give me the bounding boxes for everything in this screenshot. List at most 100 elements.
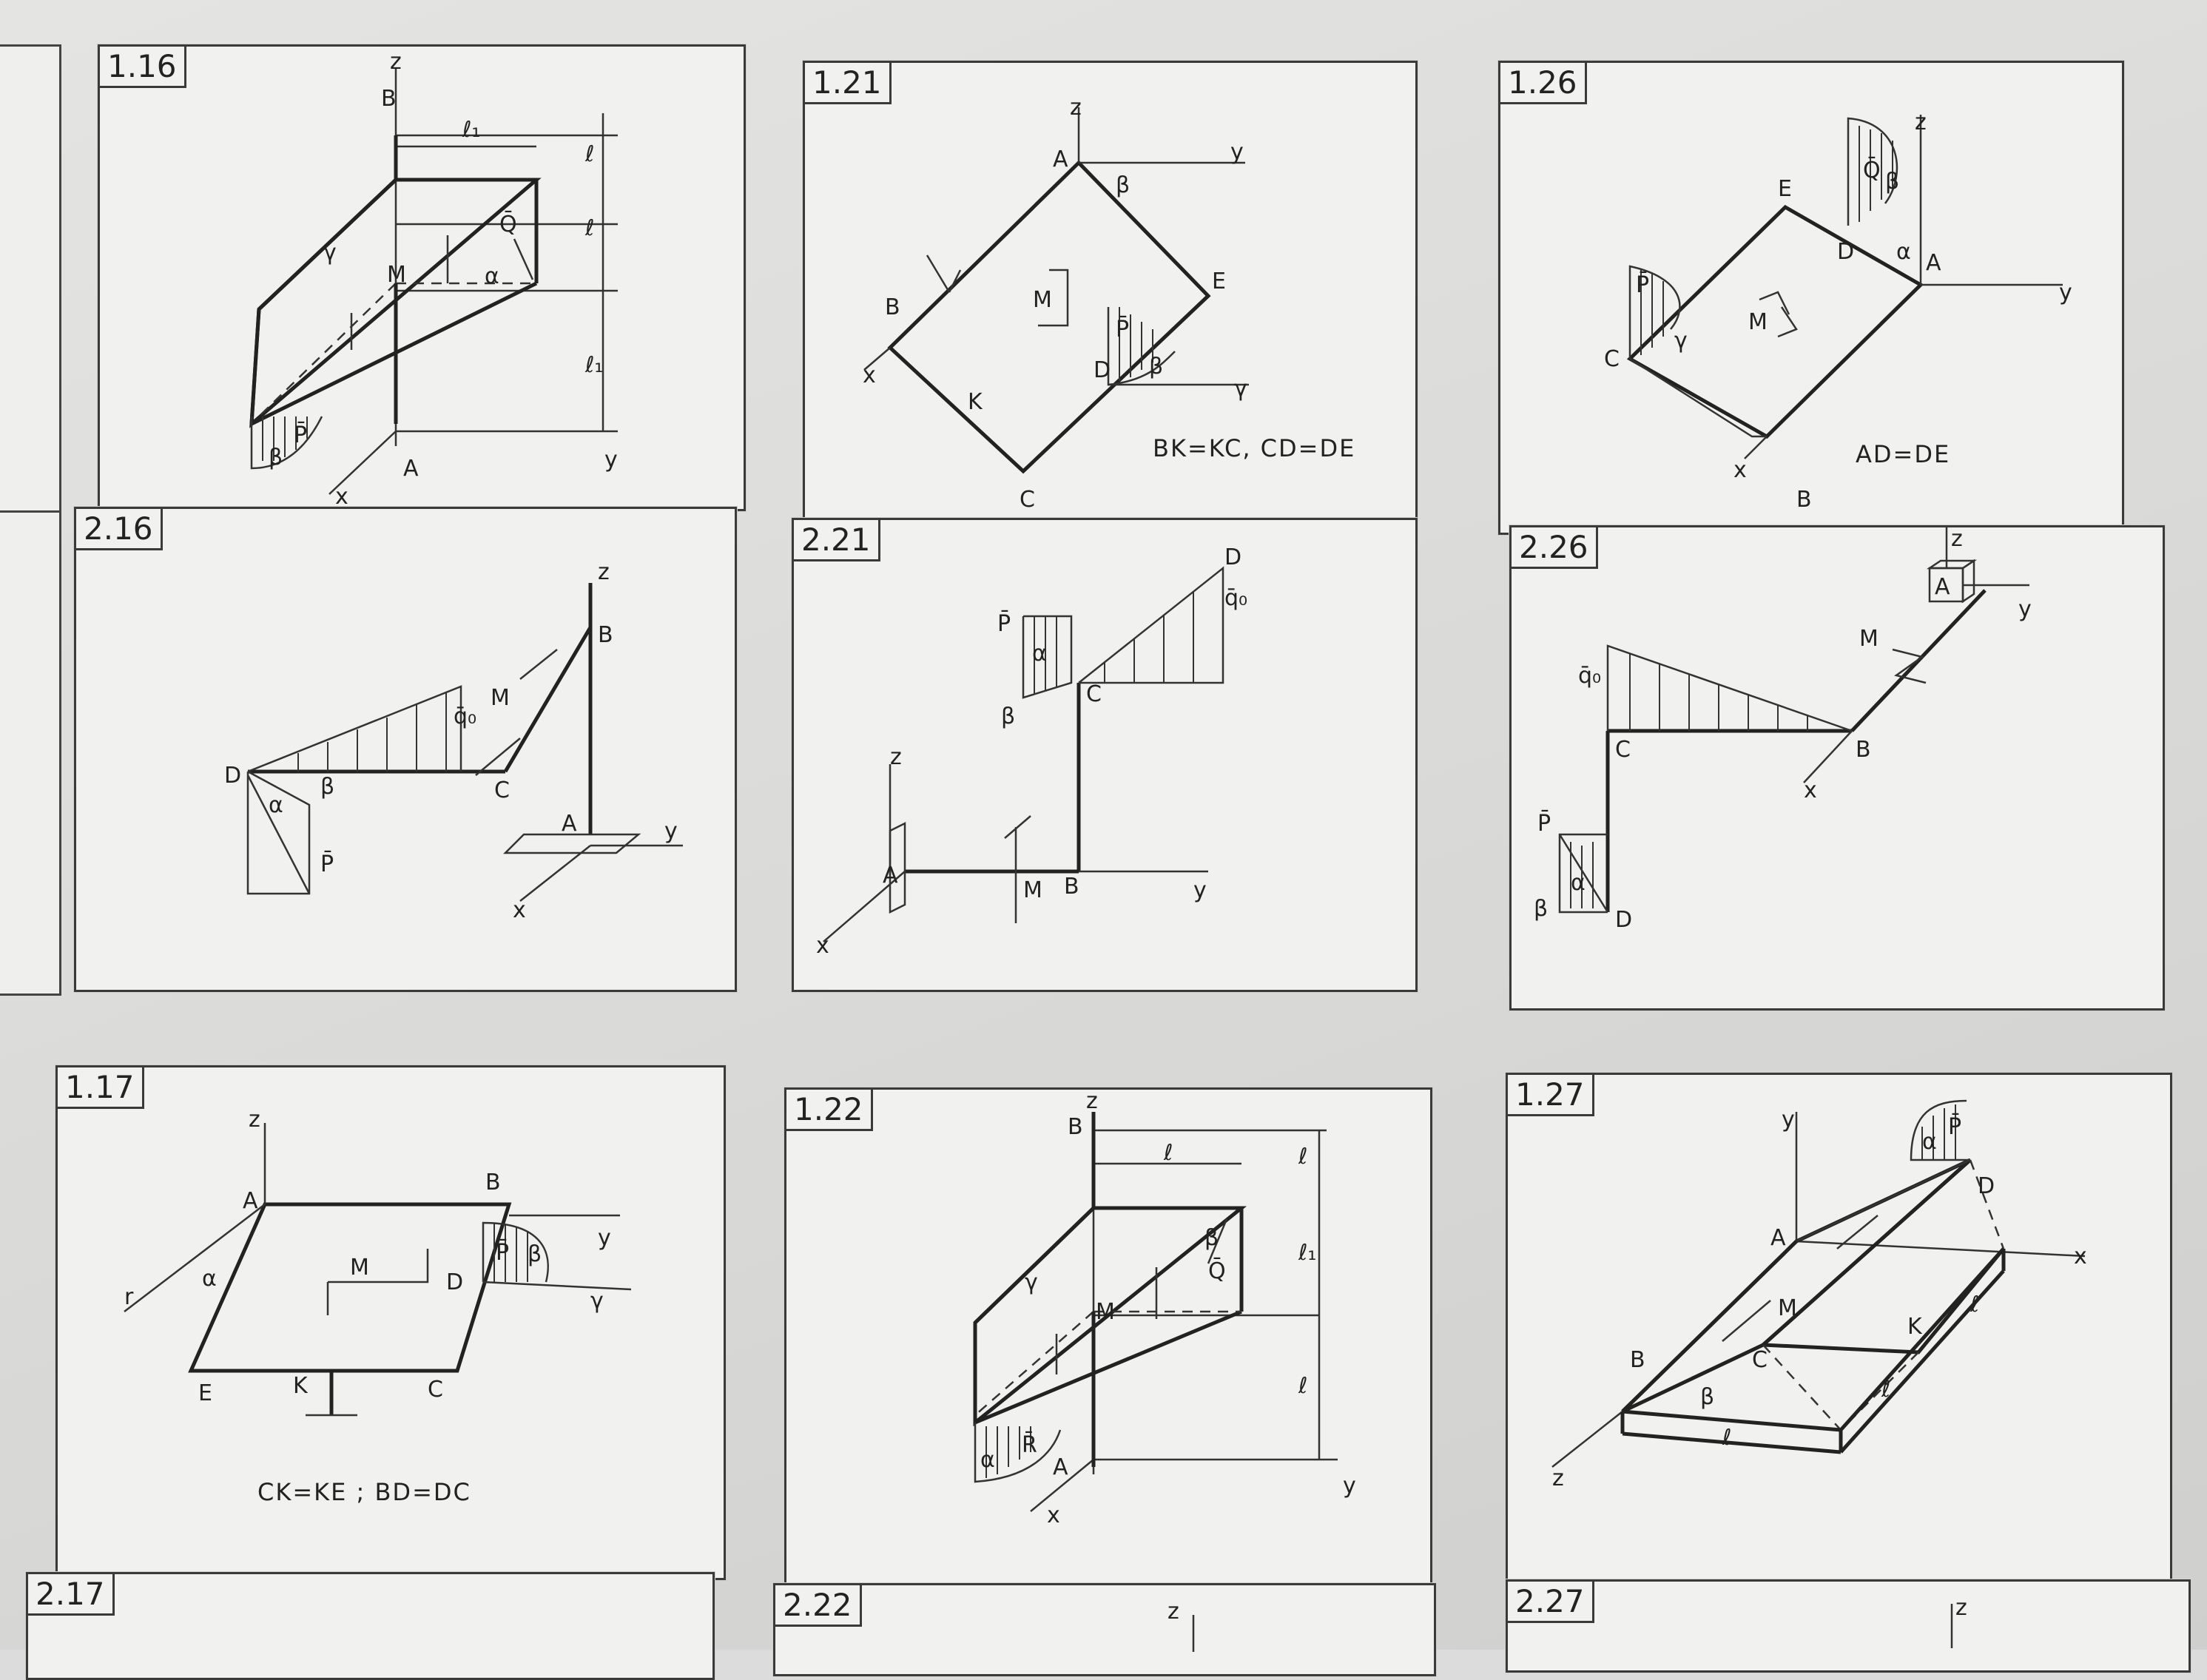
panel-2-22: 2.22 z — [773, 1583, 1436, 1676]
label-alpha: α — [1896, 239, 1911, 265]
label-y: y — [604, 447, 618, 473]
panel-1-26: 1.26 A B C D E M Q̄ P̄ α β γ z y x AD=DE — [1498, 61, 2124, 535]
label-x: x — [1047, 1502, 1060, 1528]
label-c: C — [1615, 737, 1631, 763]
label-z: z — [1955, 1595, 1967, 1621]
label-d: D — [224, 763, 241, 789]
panel-1-16: 1.16 B A z y x M Q̄ P̄ α γ — [98, 44, 746, 511]
label-k: K — [293, 1373, 309, 1399]
label-m: M — [1748, 309, 1768, 335]
diagram-1-17: A B C D E K M P̄ α β γ z y r CK=KE ; BD=… — [124, 1107, 632, 1506]
label-y: y — [598, 1225, 611, 1251]
label-gamma: γ — [590, 1288, 604, 1314]
label-gamma: γ — [1025, 1269, 1038, 1295]
panel-1-27: 1.27 A B C D K M P̄ α β y x — [1506, 1073, 2172, 1588]
diagram-2-22: z — [1167, 1599, 1195, 1652]
diagram-2-21: C B D A M P̄ q̄₀ α β z y x — [816, 544, 1247, 959]
label-alpha: α — [1032, 641, 1047, 667]
label-d: D — [1978, 1173, 1995, 1199]
panel-number: 1.27 — [1508, 1075, 1594, 1116]
label-z: z — [890, 744, 902, 770]
label-p: P̄ — [1537, 810, 1551, 837]
label-m: M — [1033, 287, 1052, 313]
panel-2-21: 2.21 C B D A M P̄ q̄₀ α β z y x — [792, 518, 1418, 992]
label-x: x — [816, 933, 829, 959]
label-k: K — [1907, 1314, 1923, 1340]
label-beta: β — [1534, 896, 1548, 922]
diagram-2-26: A B C D M q̄₀ P̄ α β z y x — [1534, 526, 2032, 933]
label-beta: β — [320, 774, 334, 800]
label-z: z — [598, 559, 610, 585]
label-r: r — [124, 1284, 134, 1310]
panel-number: 2.21 — [794, 520, 880, 561]
label-m: M — [387, 262, 406, 288]
label-x: x — [1733, 457, 1747, 483]
label-b: B — [485, 1170, 501, 1195]
label-z: z — [1951, 526, 1963, 552]
label-q0: q̄₀ — [454, 704, 476, 729]
label-d: D — [1224, 544, 1241, 570]
label-l-bottom: ℓ — [1722, 1425, 1731, 1451]
label-e: E — [1778, 176, 1792, 202]
label-gamma: γ — [1234, 376, 1247, 402]
panel-number: 1.16 — [100, 47, 186, 88]
diagram-1-22: B A M Q̄ R̄ α β γ ℓ ℓ ℓ₁ ℓ z y x — [973, 1088, 1356, 1528]
label-c: C — [494, 777, 510, 803]
panel-1-21: 1.21 A B C D E K M β β γ P̄ z y x BK=KC,… — [803, 61, 1418, 527]
label-b: B — [885, 294, 900, 320]
panel-2-27: 2.27 z — [1506, 1579, 2191, 1673]
label-r: R̄ — [1022, 1431, 1037, 1458]
label-c: C — [1752, 1347, 1768, 1373]
label-k: K — [968, 389, 983, 415]
label-beta: β — [1885, 169, 1899, 195]
label-alpha: α — [1571, 870, 1586, 896]
panel-number: 2.22 — [775, 1585, 862, 1627]
panel-2-17: 2.17 — [26, 1572, 715, 1680]
diagram-1-21: A B C D E K M β β γ P̄ z y x BK=KC, CD=D… — [863, 95, 1354, 513]
panel-1-22: 1.22 B A M Q̄ R̄ α β γ ℓ ℓ ℓ₁ — [784, 1087, 1432, 1588]
label-x: x — [863, 362, 876, 388]
label-a: A — [1770, 1225, 1786, 1251]
panel-2-26: 2.26 A B C D M q̄₀ P̄ α β z y x — [1509, 525, 2165, 1011]
label-alpha: α — [202, 1266, 217, 1292]
label-a: A — [1935, 574, 1950, 600]
label-e: E — [198, 1380, 212, 1406]
label-d: D — [446, 1269, 463, 1295]
diagram-2-16: D C B A M q̄₀ P̄ α β z y x — [224, 559, 683, 923]
label-q0: q̄₀ — [1578, 663, 1601, 689]
equation: CK=KE ; BD=DC — [257, 1478, 471, 1506]
label-p: P̄ — [1948, 1113, 1961, 1140]
panel-number: 2.26 — [1512, 527, 1598, 569]
panel-number: 1.22 — [786, 1090, 873, 1131]
label-y: y — [2018, 596, 2032, 622]
label-p: P̄ — [1116, 316, 1129, 343]
panel-1-17: 1.17 A B C D E K M P̄ α β γ z y r CK=KE … — [55, 1065, 726, 1580]
label-c: C — [1604, 346, 1620, 372]
panel-2-16: 2.16 D C B A M q̄₀ P̄ α β z y x — [74, 507, 737, 992]
label-y: y — [1782, 1107, 1795, 1133]
panel-number: 1.21 — [805, 63, 892, 104]
label-l-top: ℓ — [584, 141, 594, 167]
label-b: B — [1796, 487, 1812, 513]
panel-number: 1.17 — [58, 1067, 144, 1109]
label-m: M — [1778, 1295, 1797, 1321]
label-beta: β — [1001, 704, 1015, 729]
label-gamma: γ — [1674, 328, 1688, 354]
label-c: C — [1020, 487, 1035, 513]
equation: AD=DE — [1856, 440, 1950, 468]
label-q: Q̄ — [1863, 157, 1881, 183]
label-m: M — [350, 1255, 369, 1281]
label-beta: β — [1700, 1384, 1714, 1410]
label-y: y — [2059, 280, 2072, 306]
label-z: z — [390, 49, 402, 75]
diagram-1-27: A B C D K M P̄ α β y x z ℓ ℓ ℓ — [1551, 1099, 2087, 1491]
label-x: x — [335, 484, 348, 510]
label-l1-bottom: ℓ₁ — [584, 352, 603, 378]
label-c: C — [1086, 681, 1102, 707]
label-b: B — [1064, 874, 1079, 900]
label-l1: ℓ₁ — [1298, 1240, 1316, 1266]
label-b: B — [381, 86, 397, 112]
label-l-right: ℓ — [1970, 1292, 1979, 1318]
label-d: D — [1094, 357, 1111, 383]
